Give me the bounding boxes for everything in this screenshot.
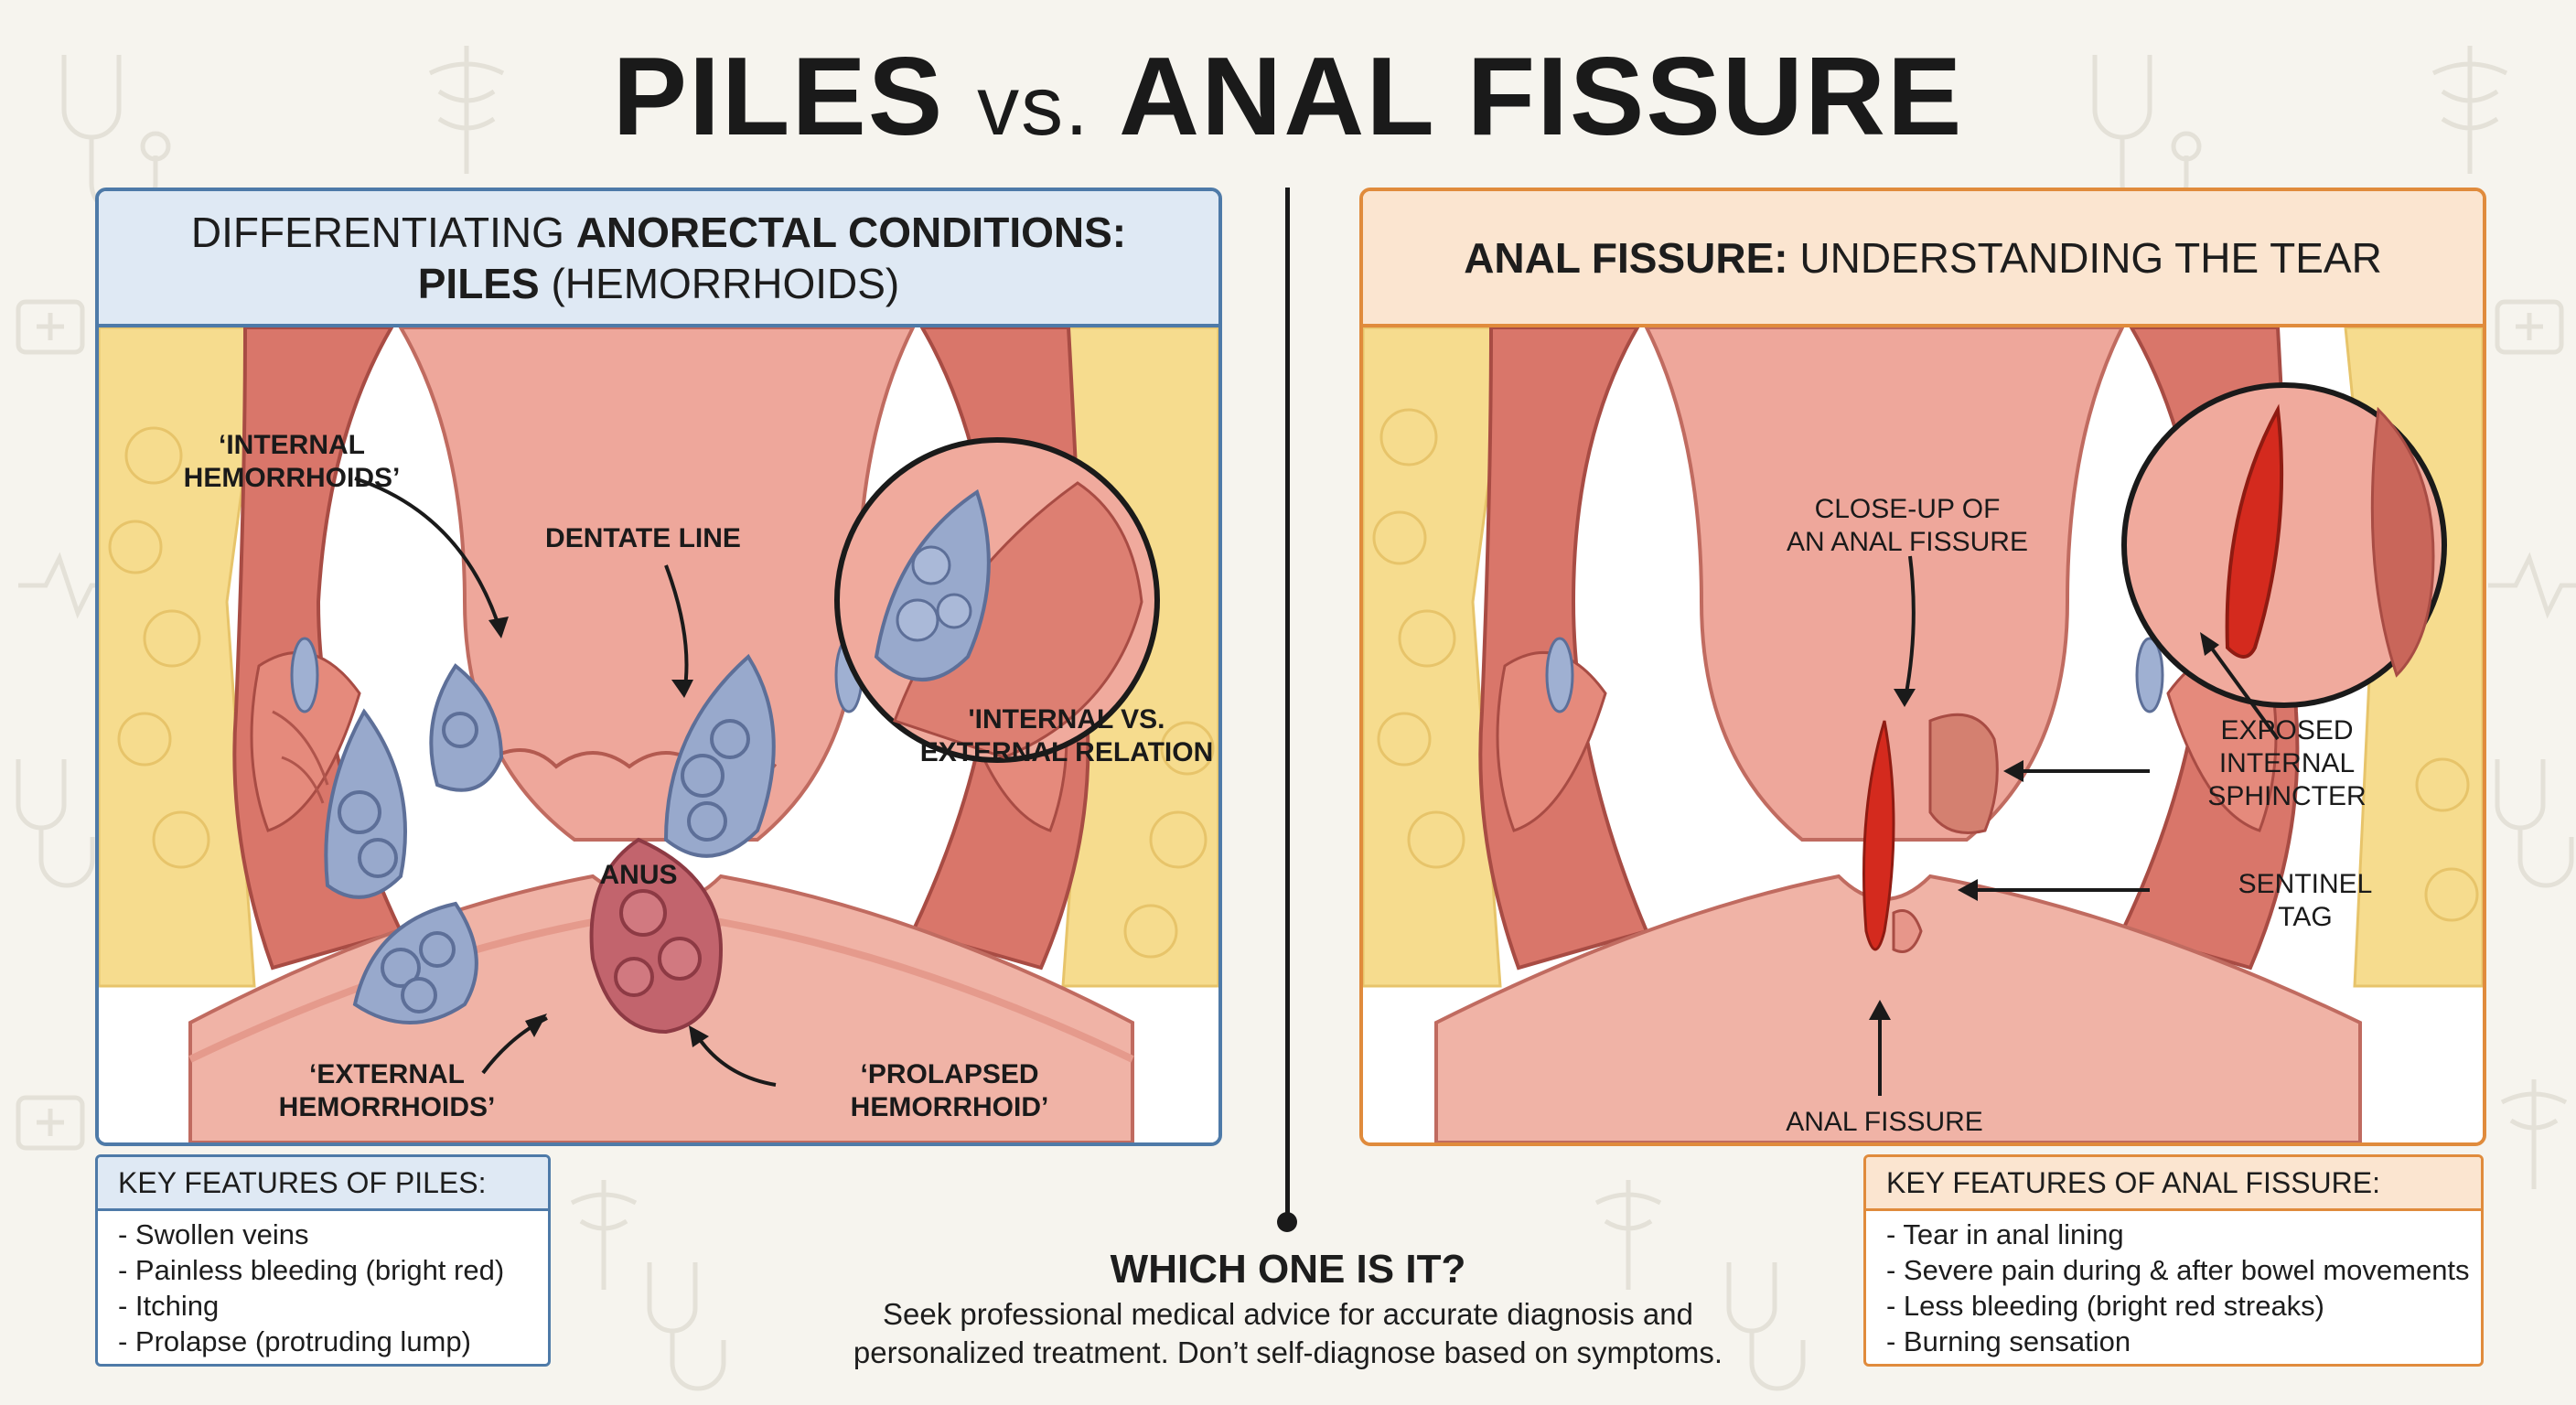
list-item: - Burning sensation: [1886, 1325, 2131, 1357]
anal-fissure-panel: ANAL FISSURE: UNDERSTANDING THE TEAR: [1359, 188, 2486, 1146]
divider-end-dot: [1277, 1212, 1297, 1232]
piles-header-bold: ANORECTAL CONDITIONS:: [575, 208, 1127, 256]
piles-panel-header: DIFFERENTIATING ANORECTAL CONDITIONS: PI…: [99, 191, 1218, 327]
perianal-skin: [1434, 874, 2362, 1142]
center-divider: [1285, 188, 1290, 1221]
list-item: - Prolapse (protruding lump): [118, 1325, 471, 1357]
key-features-fissure-title: KEY FEATURES OF ANAL FISSURE:: [1866, 1157, 2481, 1211]
prolapsed-hemorrhoid: [589, 837, 724, 1035]
fissure-tear: [1862, 720, 1895, 951]
advice-line-2: personalized treatment. Don’t self-diagn…: [853, 1335, 1723, 1369]
stethoscope-icon: [647, 1262, 726, 1391]
anal-fissure-anatomy-illustration: [1363, 327, 2483, 1142]
title-piles: PILES: [612, 34, 945, 158]
advice-line-1: Seek professional medical advice for acc…: [882, 1297, 1693, 1331]
title-vs: vs.: [977, 59, 1090, 153]
label-internal-vs-external: 'INTERNAL VS.EXTERNAL RELATION: [919, 704, 1214, 767]
fissure-header-bold: ANAL FISSURE:: [1464, 233, 1788, 282]
fissure-header-rest: UNDERSTANDING THE TEAR: [1787, 233, 2382, 282]
key-features-fissure: KEY FEATURES OF ANAL FISSURE: - Tear in …: [1863, 1154, 2484, 1367]
arrow-heads: [488, 617, 709, 1047]
piles-header-piles: PILES: [417, 259, 540, 307]
anal-canal: [398, 327, 916, 842]
key-features-fissure-list: - Tear in anal lining - Severe pain duri…: [1866, 1217, 2481, 1359]
first-aid-kit-icon: [16, 299, 85, 355]
fat-tissue-left: [1363, 327, 1511, 988]
heartbeat-icon: [2488, 552, 2576, 619]
sentinel-tag: [1892, 909, 1923, 953]
external-hemorrhoid: [352, 901, 478, 1024]
fissure-closeup-inset: [2121, 382, 2447, 708]
key-features-piles-title: KEY FEATURES OF PILES:: [98, 1157, 548, 1211]
list-item: - Swollen veins: [118, 1218, 309, 1250]
anal-sphincter-muscle-left: [1478, 327, 1649, 971]
piles-header-hemorrhoids: (HEMORRHOIDS): [539, 259, 900, 307]
hemorrhoidal-veins: [290, 637, 864, 713]
stethoscope-icon: [2495, 759, 2574, 888]
key-features-piles-list: - Swollen veins - Painless bleeding (bri…: [98, 1217, 548, 1359]
label-anal-fissure: ANAL FISSURE: [1786, 1107, 1983, 1137]
internal-hemorrhoid-center: [429, 663, 504, 792]
internal-hemorrhoid-left: [324, 708, 407, 899]
internal-hemorrhoid-right: [663, 653, 776, 858]
arrow-heads: [1869, 632, 2219, 1020]
stethoscope-icon: [16, 759, 95, 888]
key-features-piles: KEY FEATURES OF PILES: - Swollen veins -…: [95, 1154, 551, 1367]
label-anus: ANUS: [599, 860, 678, 890]
list-item: - Itching: [118, 1290, 220, 1322]
list-item: - Tear in anal lining: [1886, 1218, 2124, 1250]
piles-panel: DIFFERENTIATING ANORECTAL CONDITIONS: PI…: [95, 188, 1222, 1146]
first-aid-kit-icon: [2495, 299, 2564, 355]
title-anal-fissure: ANAL FISSURE: [1119, 34, 1964, 158]
anal-canal: [1644, 327, 2125, 842]
caduceus-icon: [570, 1180, 638, 1290]
exposed-internal-sphincter: [1928, 713, 1999, 834]
page-title: PILES vs. ANAL FISSURE: [0, 27, 2576, 175]
piles-anatomy-illustration: [99, 327, 1218, 1142]
anal-sphincter-muscle-left: [232, 327, 403, 971]
first-aid-kit-icon: [16, 1095, 85, 1151]
label-dentate-line: DENTATE LINE: [545, 523, 741, 553]
label-arrows: [1878, 555, 2280, 1096]
fissure-panel-header: ANAL FISSURE: UNDERSTANDING THE TEAR: [1363, 191, 2483, 327]
piles-header-prefix: DIFFERENTIATING: [190, 208, 576, 256]
which-one-question: WHICH ONE IS IT?: [1110, 1247, 1466, 1292]
internal-external-closeup-inset: [834, 437, 1160, 763]
list-item: - Less bleeding (bright red streaks): [1886, 1290, 2325, 1322]
list-item: - Severe pain during & after bowel movem…: [1886, 1254, 2470, 1286]
caduceus-icon: [2500, 1079, 2568, 1189]
which-one-section: WHICH ONE IS IT? Seek professional medic…: [796, 1244, 1780, 1372]
fat-tissue-left: [99, 327, 265, 988]
list-item: - Painless bleeding (bright red): [118, 1254, 505, 1286]
